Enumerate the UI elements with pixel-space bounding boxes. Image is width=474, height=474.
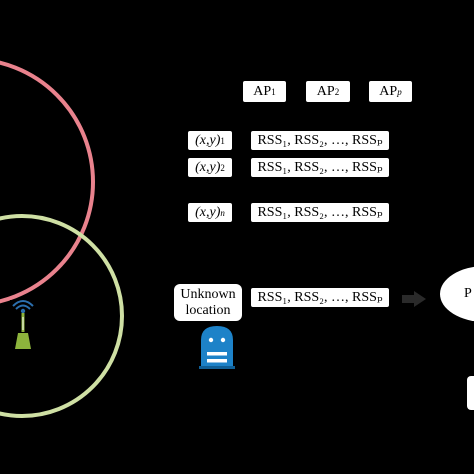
unknown-location-box: Unknown location	[174, 284, 242, 321]
fingerprint-rss-n: RSS₁, RSS₂, …, RSSₚ	[250, 202, 390, 223]
unknown-location-line1: Unknown	[180, 286, 236, 302]
flow-arrow	[402, 291, 426, 307]
access-point-tower-icon	[10, 300, 36, 350]
output-box-partial	[467, 376, 474, 410]
query-rss-box: RSS₁, RSS₂, …, RSSₚ	[250, 287, 390, 308]
positioning-algorithm-label: P	[464, 286, 472, 301]
robot-icon	[199, 326, 235, 369]
fingerprint-coord-1: (x,y)1	[187, 130, 233, 151]
unknown-location-line2: location	[185, 302, 231, 318]
fingerprint-rss-1: RSS₁, RSS₂, …, RSSₚ	[250, 130, 390, 151]
coverage-circle-green	[0, 214, 124, 418]
fingerprint-coord-n: (x,y)n	[187, 202, 233, 223]
coverage-circle-red	[0, 60, 95, 304]
fingerprint-rss-2: RSS₁, RSS₂, …, RSSₚ	[250, 157, 390, 178]
fingerprint-coord-2: (x,y)2	[187, 157, 233, 178]
